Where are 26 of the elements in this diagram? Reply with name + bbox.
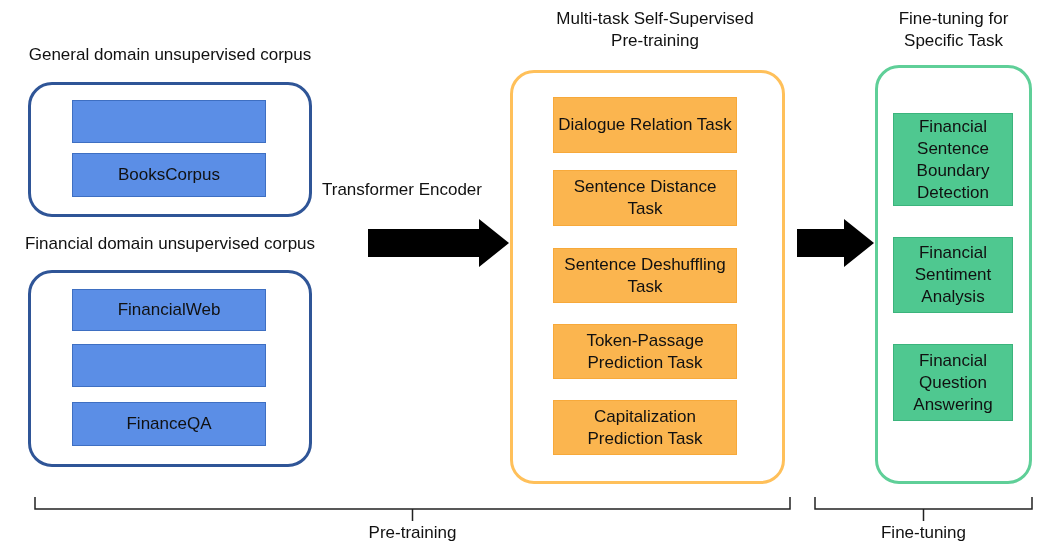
task-box: Financial Sentence Boundary Detection bbox=[893, 113, 1013, 206]
task-box: FinanceQA bbox=[72, 402, 266, 446]
group-heading: Multi-task Self-Supervised Pre-training bbox=[555, 8, 755, 52]
task-box: Dialogue Relation Task bbox=[553, 97, 737, 153]
phase-label: Pre-training bbox=[367, 523, 458, 543]
phase-label: Fine-tuning bbox=[879, 523, 968, 543]
task-box: Financial Question Answering bbox=[893, 344, 1013, 421]
edge-label: Transformer Encoder bbox=[322, 180, 482, 200]
empty-box bbox=[72, 344, 266, 387]
group-heading: General domain unsupervised corpus bbox=[27, 44, 313, 66]
task-box: Sentence Deshuffling Task bbox=[553, 248, 737, 303]
block-arrow bbox=[797, 219, 874, 267]
group-frame bbox=[875, 65, 1032, 484]
task-box: BooksCorpus bbox=[72, 153, 266, 197]
group-heading: Fine-tuning for Specific Task bbox=[897, 8, 1010, 52]
task-box: FinancialWeb bbox=[72, 289, 266, 331]
empty-box bbox=[72, 100, 266, 143]
group-heading: Financial domain unsupervised corpus bbox=[23, 233, 317, 255]
task-box: Capitalization Prediction Task bbox=[553, 400, 737, 455]
task-box: Token-Passage Prediction Task bbox=[553, 324, 737, 379]
task-box: Financial Sentiment Analysis bbox=[893, 237, 1013, 313]
group-frame bbox=[28, 270, 312, 467]
group-frame bbox=[510, 70, 785, 484]
group-frame bbox=[28, 82, 312, 217]
block-arrow bbox=[368, 219, 509, 267]
task-box: Sentence Distance Task bbox=[553, 170, 737, 226]
